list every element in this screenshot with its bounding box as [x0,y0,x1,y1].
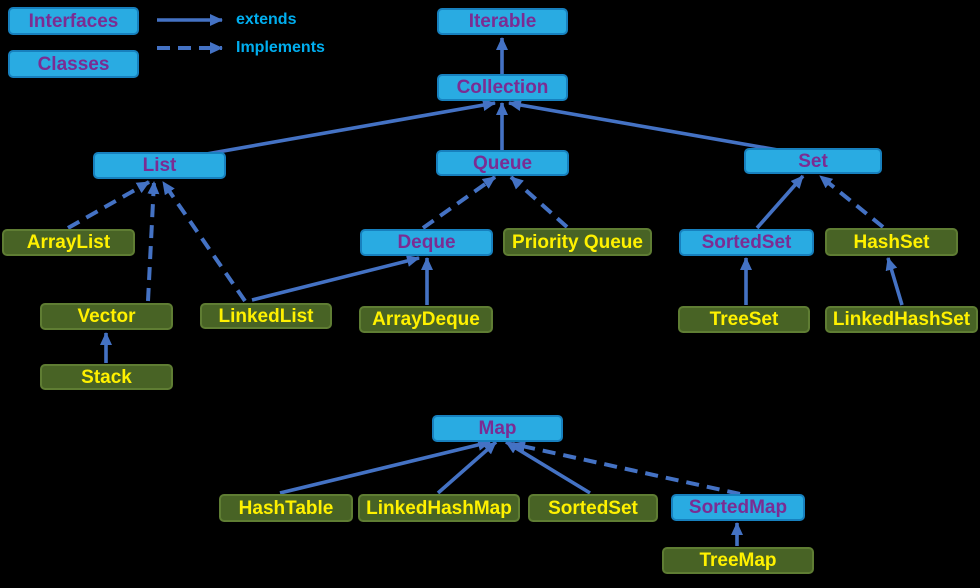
edge-set-extends-collection [508,99,796,155]
edge-vector-implements-list [146,181,160,302]
node-sortedset-interface: SortedSet [679,229,814,256]
node-arraylist: ArrayList [2,229,135,256]
node-hashset: HashSet [825,228,958,256]
node-list: List [93,152,226,179]
node-map: Map [432,415,563,442]
node-linkedhashmap: LinkedHashMap [358,494,520,522]
node-deque: Deque [360,229,493,256]
node-hashtable: HashTable [219,494,353,522]
node-set: Set [744,148,882,174]
node-collection: Collection [437,74,568,101]
node-treeset: TreeSet [678,306,810,333]
node-treemap: TreeMap [662,547,814,574]
node-iterable: Iterable [437,8,568,35]
edge-linkedlist-implements-list [161,180,247,303]
node-sortedmap: SortedMap [671,494,805,521]
legend-extends-label: extends [236,11,297,28]
node-sortedset-class: SortedSet [528,494,658,522]
node-priority-queue: Priority Queue [503,228,652,256]
edge-linkedhashmap-extends-map [436,440,498,495]
node-arraydeque: ArrayDeque [359,306,493,333]
legend-classes-box: Classes [8,50,139,78]
edge-priorityqueue-implements-queue [509,175,569,229]
edge-list-extends-collection [194,99,496,158]
node-linkedhashset: LinkedHashSet [825,306,978,333]
edge-sortedset-class-extends-map [505,440,591,495]
edge-sortedset-extends-set [755,174,805,230]
edge-deque-implements-queue [421,175,497,230]
edge-sortedmap-implements-map [512,440,741,496]
node-queue: Queue [436,150,569,176]
edge-hashset-implements-set [818,174,885,229]
node-vector: Vector [40,303,173,330]
legend-interfaces-box: Interfaces [8,7,139,35]
node-linkedlist: LinkedList [200,303,332,329]
edge-linkedhashset-extends-hashset [885,257,904,306]
edge-linkedlist-extends-deque [251,255,420,302]
edge-arraylist-implements-list [67,180,150,230]
legend-implements-label: Implements [236,39,325,56]
node-stack: Stack [40,364,173,390]
edge-hashtable-extends-map [279,439,491,495]
